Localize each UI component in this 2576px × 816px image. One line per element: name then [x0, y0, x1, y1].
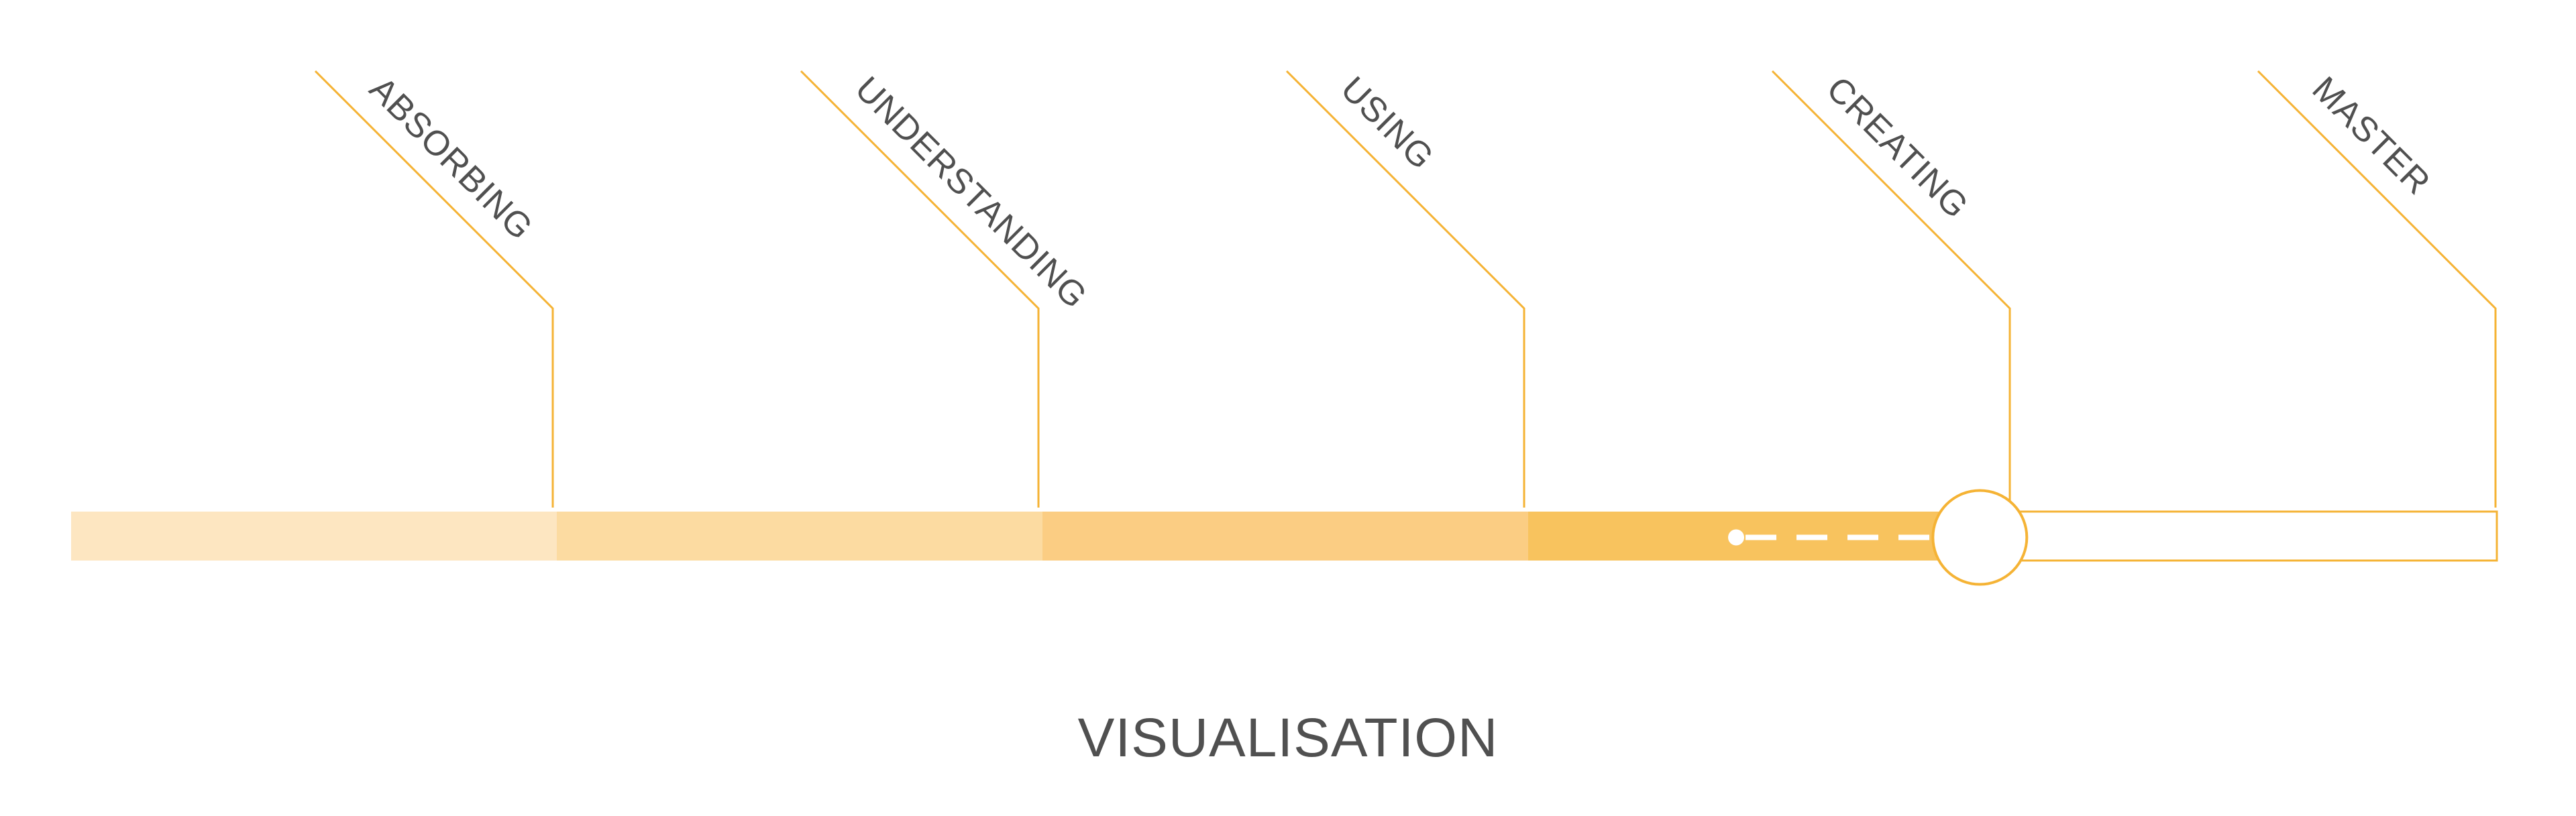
stage-label-using: USING [1334, 69, 1442, 177]
stage-label-understanding: UNDERSTANDING [848, 69, 1095, 316]
stage-labels: ABSORBING UNDERSTANDING USING CREATING MASTE… [362, 69, 2438, 316]
leader-line-absorbing [314, 70, 554, 508]
leader-line-creating [1771, 70, 2011, 508]
progress-bar [71, 510, 2498, 562]
leader-line-understanding [800, 70, 1040, 508]
segment-using [1042, 512, 1528, 561]
segment-absorbing [71, 512, 557, 561]
stage-label-master: MASTER [2305, 69, 2438, 202]
diagram-title: VISUALISATION [1078, 707, 1499, 768]
trail-start-dot [1728, 529, 1744, 546]
progress-marker [1728, 489, 2029, 586]
segment-master [2012, 510, 2498, 562]
stage-label-absorbing: ABSORBING [362, 69, 541, 247]
progress-knob[interactable] [1931, 489, 2029, 586]
segment-understanding [557, 512, 1042, 561]
stage-label-creating: CREATING [1819, 69, 1976, 226]
leader-line-master [2257, 70, 2497, 508]
leader-line-using [1285, 70, 1525, 508]
stage-leader-lines [314, 70, 2497, 508]
